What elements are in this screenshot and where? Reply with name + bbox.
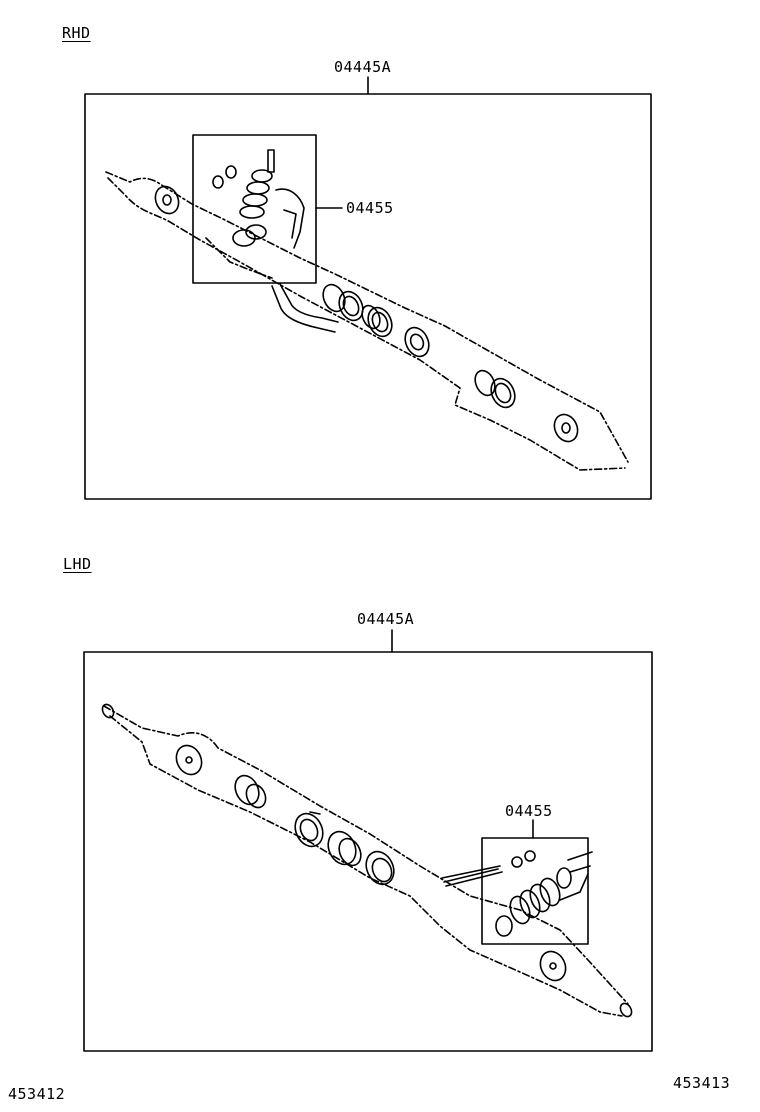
rhd-section-label: RHD [62,24,91,42]
lhd-end-bushing-left [175,744,203,776]
rhd-seal-group-b [361,304,393,338]
rhd-subkit-label: 04455 [346,199,394,217]
rhd-rack-housing [105,171,629,471]
rhd-diagram [84,76,652,500]
rhd-end-bushing-left [154,185,180,215]
lhd-rack-housing [103,705,629,1017]
lhd-valve-parts [441,850,593,937]
lhd-seal-group-b [327,830,395,886]
rhd-subkit-frame [192,134,317,284]
rhd-seal-single [404,326,430,358]
lhd-diagram [83,629,653,1052]
lhd-end-bushing-right [539,950,567,982]
lhd-rack-end-cap-right [619,1002,633,1018]
rhd-seal-group-a [322,283,364,322]
lhd-kit-label: 04445A [357,610,415,628]
rhd-seal-group-c [474,369,516,409]
lhd-seal-group-a [294,811,324,848]
lhd-section-label: LHD [63,555,92,573]
rhd-valve-parts [205,149,305,279]
lhd-rack-end-cap-left [101,703,115,719]
rhd-hydraulic-pipe [271,283,339,333]
rhd-end-bushing-right [553,413,579,443]
figure-code-left: 453412 [8,1085,66,1103]
lhd-subkit-frame [481,837,589,945]
rhd-kit-frame [84,93,652,500]
figure-code-right: 453413 [673,1074,731,1092]
lhd-kit-frame [83,651,653,1052]
rhd-kit-label: 04445A [334,58,392,76]
lhd-subkit-label: 04455 [505,802,553,820]
lhd-seal-single [234,774,267,809]
